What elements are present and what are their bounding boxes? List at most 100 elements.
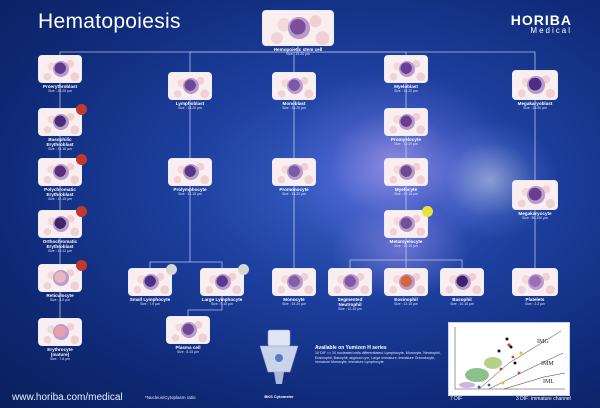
cell-image — [328, 268, 372, 296]
cell-image — [38, 210, 82, 238]
cell-image — [168, 72, 212, 100]
cell-name: Large Lymphocyte — [201, 297, 243, 302]
cell-size: Size : 15-20 µm — [394, 89, 418, 94]
cell-size: Size : 15-20 µm — [282, 106, 306, 111]
cell-nucleus-shape — [398, 215, 416, 233]
cell-image — [38, 55, 82, 83]
cell-size: Size : 12-18 µm — [394, 192, 418, 197]
cell-name: Prolymphocyte — [173, 187, 207, 192]
cell-nucleus-shape — [398, 273, 416, 291]
cell-name: Reticulocyte — [46, 293, 74, 298]
marker-dot — [76, 154, 87, 165]
cell-size: Size : 16-18 µm — [48, 147, 72, 152]
cell-size: Size : 16-25 µm — [394, 142, 418, 147]
cell-image — [512, 268, 558, 296]
cell-size: Size : 8-15 µm — [177, 350, 199, 355]
cell-nucleus-shape — [527, 273, 545, 291]
cell-nucleus-shape — [286, 163, 304, 181]
cell-name: Orthochromatic Erythroblast — [42, 239, 78, 250]
cell-nucleus-shape — [342, 273, 360, 291]
cell-name: Eosinophil — [394, 297, 418, 302]
cell-name: Myelocyte — [394, 187, 418, 192]
cell-image — [512, 70, 558, 100]
scatter-svg: IMG IMM IML — [454, 327, 566, 390]
cell-name: Promyelocyte — [390, 137, 422, 142]
availability-heading: Available on Yumizen H series — [315, 345, 387, 351]
cell-name: Basophilic Erythroblast — [46, 137, 74, 148]
cell-size: Size : 15-20 µm — [282, 302, 306, 307]
availability-box: Available on Yumizen H series 10 DIF => … — [315, 345, 447, 365]
cell-size: Size : 20-50 µm — [523, 106, 547, 111]
cell-image — [38, 108, 82, 136]
cell-name: Monocyte — [283, 297, 305, 302]
brand-subtitle: Medical — [530, 26, 572, 35]
cell-image — [168, 158, 212, 186]
cell-size: Size : 15-20 µm — [286, 52, 310, 57]
scatter-label-iml: IML — [543, 379, 554, 385]
scatter-label-imm: IMM — [541, 361, 554, 367]
cell-name: Proerythroblast — [42, 84, 78, 89]
cell-image — [272, 72, 316, 100]
cell-image — [384, 210, 428, 238]
cell-nucleus-shape — [398, 113, 416, 131]
cell-nucleus-shape — [527, 186, 545, 204]
cell-nucleus-shape — [52, 163, 70, 181]
cell-nucleus-shape — [454, 273, 472, 291]
cell-name: Promonocyte — [279, 187, 309, 192]
analyzer-illustration: BKS Cytometer — [254, 328, 304, 399]
cell-name: Lymphoblast — [175, 101, 205, 106]
cell-image — [38, 158, 82, 186]
cell-nucleus-shape — [182, 77, 200, 95]
cell-size: Size : 50-100 µm — [522, 216, 548, 221]
cell-nucleus-shape — [286, 273, 304, 291]
cell-image — [200, 268, 244, 296]
cell-nucleus-shape — [52, 113, 70, 131]
cell-image — [166, 316, 210, 344]
cell-nucleus-shape — [214, 273, 232, 291]
cell-nucleus-shape — [52, 323, 70, 341]
cell-nucleus-shape — [52, 269, 70, 287]
scatter-label-img: IMG — [537, 339, 549, 345]
cell-image — [384, 268, 428, 296]
cell-size: Size : 15-20 µm — [282, 192, 306, 197]
cell-nucleus-shape — [398, 60, 416, 78]
cell-image — [262, 10, 334, 46]
cell-size: Size : 7-8 µm — [49, 357, 71, 362]
cell-image — [38, 264, 82, 292]
marker-dot — [422, 206, 433, 217]
cell-size: Size : 20-25 µm — [48, 89, 72, 94]
brand-name: HORIBA — [510, 12, 572, 28]
cell-nucleus-shape — [180, 321, 198, 339]
cell-name: Hemopoietic stem cell — [273, 47, 323, 52]
footer-url[interactable]: www.horiba.com/medical — [12, 392, 123, 403]
cell-nucleus-shape — [398, 163, 416, 181]
cell-size: Size : 12-15 µm — [338, 307, 362, 312]
cell-node-erythrocyte: Erythrocyte (mature)Size : 7-8 µm — [38, 318, 82, 361]
marker-dot — [76, 260, 87, 271]
cell-image — [384, 108, 428, 136]
cell-size: Size : 10-12 µm — [48, 249, 72, 254]
cell-nucleus-shape — [142, 273, 160, 291]
cell-image — [440, 268, 484, 296]
cell-image — [512, 180, 558, 210]
cell-size: Size : 2-3 µm — [524, 302, 546, 307]
scatter-x-label: 7 DIF — [450, 396, 463, 402]
cell-nucleus-shape — [52, 60, 70, 78]
cell-size: Size : 12-15 µm — [48, 197, 72, 202]
cell-name: Small Lymphocyte — [129, 297, 171, 302]
cell-name: Polychromatic Erythroblast — [44, 187, 76, 198]
cell-name: Platelets — [525, 297, 545, 302]
